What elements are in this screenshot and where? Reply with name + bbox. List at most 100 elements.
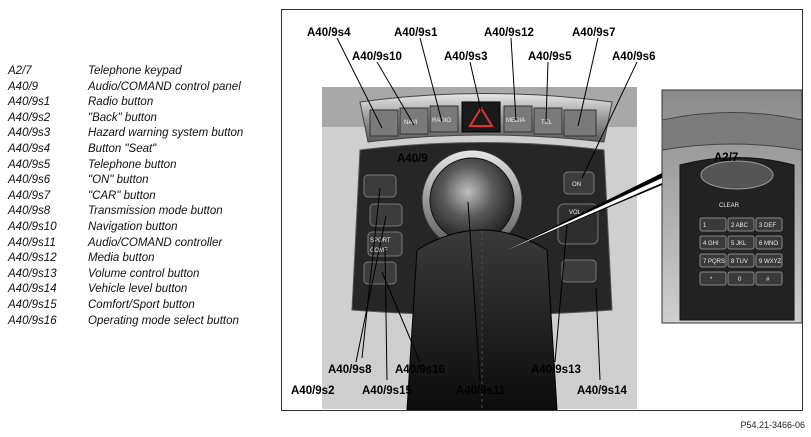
legend-desc: Radio button <box>88 96 154 109</box>
callout-a40-9s5: A40/9s5 <box>528 51 572 63</box>
keypad-key[interactable] <box>727 235 755 250</box>
callout-a40-9s1: A40/9s1 <box>394 27 438 39</box>
navi-button[interactable] <box>399 107 429 135</box>
leader-line <box>595 287 601 381</box>
legend-code: A40/9s3 <box>8 127 51 140</box>
callout-a40-9s6: A40/9s6 <box>612 51 655 63</box>
zoom-wedge <box>507 173 662 250</box>
legend-code: A40/9s13 <box>8 267 57 280</box>
callout-a40-9s11: A40/9s11 <box>456 385 506 397</box>
keypad-key[interactable] <box>727 253 755 268</box>
leader-line <box>376 61 415 126</box>
legend-desc: "CAR" button <box>88 189 156 202</box>
legend-desc: Volume control button <box>88 267 200 280</box>
legend-code: A40/9 <box>8 80 39 93</box>
on-button-label: ON <box>572 182 581 188</box>
keypad-key-label: 5 JKL <box>731 241 747 247</box>
legend-code: A40/9s2 <box>8 111 51 124</box>
seat-button[interactable] <box>369 109 399 137</box>
legend-code: A40/9s11 <box>8 236 56 249</box>
callout-a2-7: A2/7 <box>714 152 738 164</box>
car-button[interactable] <box>563 109 597 137</box>
leader-line <box>581 61 638 179</box>
keypad-key[interactable] <box>755 271 783 286</box>
leader-line <box>384 247 388 381</box>
keypad-key-label: 9 WXYZ <box>759 259 782 265</box>
transmission-mode-button[interactable] <box>369 203 403 227</box>
keypad-photo: CLEAR 1 2 ABC 3 DEF 4 GHI 5 JKL 6 MNO 7 … <box>661 89 802 324</box>
legend-code: A40/9s15 <box>8 298 57 311</box>
diagram-svg: NAVI RADIO MEDIA TEL SPORT COMF <box>291 27 802 410</box>
zoom-wedge-highlight <box>507 178 662 250</box>
vol-label: VOL <box>569 210 582 216</box>
diagram-figure: NAVI RADIO MEDIA TEL SPORT COMF <box>281 9 803 411</box>
keypad-key[interactable] <box>699 271 727 286</box>
callout-a40-9s15: A40/9s15 <box>362 385 412 397</box>
keypad-key[interactable] <box>699 253 727 268</box>
keypad-key-label: 3 DEF <box>759 223 776 229</box>
legend-desc: Button "Seat" <box>88 142 157 155</box>
legend-code: A2/7 <box>8 65 32 77</box>
legend-code: A40/9s16 <box>8 314 57 327</box>
legend-desc: Vehicle level button <box>88 283 188 296</box>
keypad-key[interactable] <box>727 271 755 286</box>
keypad-top-strip <box>661 112 802 151</box>
keypad-key[interactable] <box>755 235 783 250</box>
console-photo: NAVI RADIO MEDIA TEL SPORT COMF <box>322 87 637 410</box>
on-button[interactable] <box>563 171 595 195</box>
legend-desc: Media button <box>88 252 155 265</box>
keypad-key[interactable] <box>699 235 727 250</box>
legend-desc: Navigation button <box>88 220 178 233</box>
keypad-key-label: 2 ABC <box>731 223 749 229</box>
keypad-key[interactable] <box>727 217 755 232</box>
leader-line <box>510 37 517 121</box>
legend-desc: Operating mode select button <box>88 314 239 327</box>
keypad-key[interactable] <box>755 253 783 268</box>
callout-a40-9: A40/9 <box>397 153 428 165</box>
leader-line <box>419 37 443 123</box>
audio-comand-controller[interactable] <box>429 157 515 243</box>
callout-a40-9s13: A40/9s13 <box>531 364 581 376</box>
legend-desc: Comfort/Sport button <box>88 298 195 311</box>
keypad-key[interactable] <box>755 217 783 232</box>
callout-a40-9s2: A40/9s2 <box>291 385 334 397</box>
legend-code: A40/9s5 <box>8 158 51 171</box>
legend-code: A40/9s1 <box>8 96 51 109</box>
leader-line <box>361 187 381 359</box>
legend-code: A40/9s7 <box>8 189 51 202</box>
clear-label: CLEAR <box>719 203 740 209</box>
callout-a40-9s12: A40/9s12 <box>484 27 534 39</box>
keypad-key-label: * <box>710 277 713 283</box>
tel-button[interactable] <box>533 107 563 135</box>
hazard-triangle-icon <box>468 106 494 127</box>
right-button-column: ON VOL <box>557 171 599 283</box>
legend-desc: Hazard warning system button <box>88 127 244 140</box>
figure-code: P54.21-3466-06 <box>740 420 805 430</box>
keypad-keys: 1 2 ABC 3 DEF 4 GHI 5 JKL 6 MNO 7 PQRS 8… <box>699 217 783 286</box>
legend-code: A40/9s14 <box>8 283 57 296</box>
legend-code: A40/9s6 <box>8 174 51 187</box>
vehicle-level-button[interactable] <box>561 259 597 283</box>
legend-desc: Telephone keypad <box>88 65 182 77</box>
callout-a40-9s4: A40/9s4 <box>307 27 351 39</box>
media-button[interactable] <box>503 105 533 133</box>
callout-a40-9s16: A40/9s16 <box>395 364 445 376</box>
keypad-key[interactable] <box>699 217 727 232</box>
legend-desc: Audio/COMAND control panel <box>88 80 241 93</box>
legend-code: A40/9s4 <box>8 142 51 155</box>
leader-line <box>355 215 387 363</box>
leader-line <box>336 37 383 129</box>
callout-a40-9s3: A40/9s3 <box>444 51 487 63</box>
top-buttons: NAVI RADIO MEDIA TEL <box>369 101 597 137</box>
keypad-key-label: 6 MNO <box>759 241 778 247</box>
media-button-label: MEDIA <box>506 118 525 124</box>
legend-code: A40/9s10 <box>8 220 57 233</box>
radio-button[interactable] <box>429 105 459 133</box>
keypad-key-label: 1 <box>703 223 707 229</box>
leader-line <box>467 201 481 383</box>
legend-desc: Telephone button <box>88 158 177 171</box>
callout-a40-9s8: A40/9s8 <box>328 364 372 376</box>
back-button[interactable] <box>363 174 397 198</box>
operating-mode-button[interactable] <box>363 261 397 285</box>
legend-desc: Transmission mode button <box>88 205 223 218</box>
